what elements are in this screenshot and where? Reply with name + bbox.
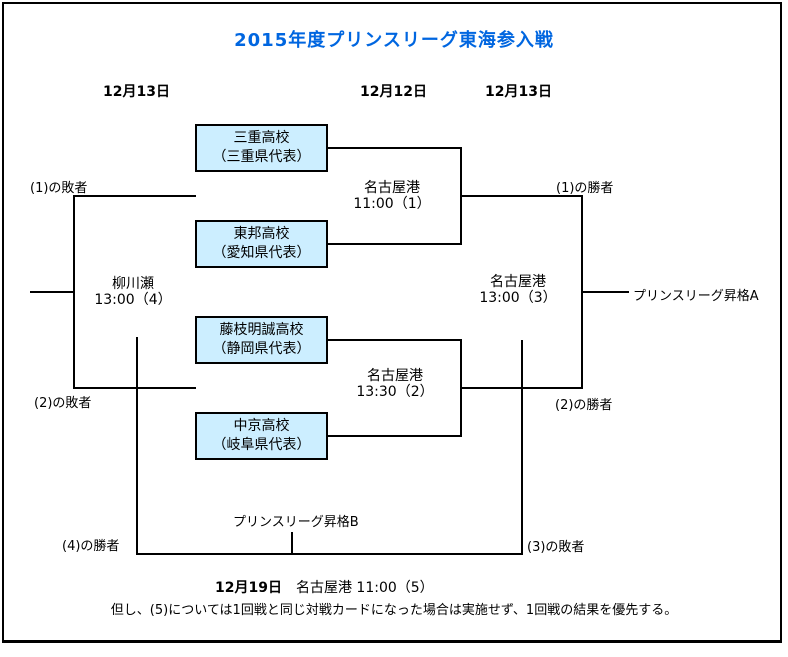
final-match-line: 12月19日名古屋港 11:00（5） xyxy=(215,577,434,597)
label-winner4: (4)の勝者 xyxy=(62,539,120,554)
team-name: 藤枝明誠高校 xyxy=(219,322,304,338)
final-match-venue-time: 名古屋港 11:00（5） xyxy=(295,580,434,596)
label-winner2: (2)の勝者 xyxy=(555,398,613,413)
match4-label: 柳川瀬 13:00（4） xyxy=(68,276,198,308)
line-toho-out xyxy=(328,243,462,245)
team-box-chukyo: 中京高校 （岐阜県代表） xyxy=(195,412,328,460)
line-match1-out xyxy=(460,195,583,197)
label-loser3: (3)の敗者 xyxy=(527,540,585,555)
team-box-toho: 東邦高校 （愛知県代表） xyxy=(195,220,328,268)
team-name: 三重高校 xyxy=(233,130,290,146)
label-promotion-b: プリンスリーグ昇格B xyxy=(233,515,359,530)
team-name: 中京高校 xyxy=(233,418,290,434)
team-prefecture: （静岡県代表） xyxy=(212,341,311,357)
match4-venue: 柳川瀬 xyxy=(112,276,154,292)
label-loser2: (2)の敗者 xyxy=(34,396,92,411)
team-prefecture: （岐阜県代表） xyxy=(212,437,311,453)
line-loser1-in xyxy=(73,195,196,197)
label-promotion-a: プリンスリーグ昇格A xyxy=(633,289,759,304)
team-prefecture: （三重県代表） xyxy=(212,149,311,165)
date-header-right: 12月13日 xyxy=(485,84,552,100)
match1-venue: 名古屋港 xyxy=(364,180,420,196)
line-promotion-b-tick xyxy=(291,532,293,553)
match4-time: 13:00（4） xyxy=(94,292,172,308)
line-match3-out xyxy=(581,291,629,293)
match1-label: 名古屋港 11:00（1） xyxy=(327,180,457,212)
match2-label: 名古屋港 13:30（2） xyxy=(330,368,460,400)
match3-label: 名古屋港 13:00（3） xyxy=(453,274,583,306)
line-fujieda-out xyxy=(328,339,462,341)
label-loser1: (1)の敗者 xyxy=(30,181,88,196)
team-prefecture: （愛知県代表） xyxy=(212,245,311,261)
match3-venue: 名古屋港 xyxy=(490,274,546,290)
footnote: 但し、(5)については1回戦と同じ対戦カードになった場合は実施せず、1回戦の結果… xyxy=(110,603,678,618)
team-name: 東邦高校 xyxy=(233,226,290,242)
match3-time: 13:00（3） xyxy=(479,290,557,306)
match2-time: 13:30（2） xyxy=(356,384,434,400)
tournament-frame xyxy=(2,2,782,643)
line-chukyo-out xyxy=(328,435,462,437)
line-loser2-in xyxy=(73,387,196,389)
label-winner1: (1)の勝者 xyxy=(556,181,614,196)
team-box-fujieda-meisei: 藤枝明誠高校 （静岡県代表） xyxy=(195,316,328,364)
match1-time: 11:00（1） xyxy=(353,196,431,212)
date-header-middle: 12月12日 xyxy=(360,84,427,100)
line-mie-out xyxy=(328,147,462,149)
tournament-title: 2015年度プリンスリーグ東海参入戦 xyxy=(234,30,554,51)
date-header-left: 12月13日 xyxy=(103,84,170,100)
line-match5-horizontal xyxy=(136,553,523,555)
final-match-date: 12月19日 xyxy=(215,580,282,596)
line-match4-out xyxy=(30,291,75,293)
line-loser3-drop xyxy=(521,340,523,555)
match2-venue: 名古屋港 xyxy=(367,368,423,384)
line-winner4-drop xyxy=(136,337,138,555)
team-box-mie: 三重高校 （三重県代表） xyxy=(195,124,328,172)
